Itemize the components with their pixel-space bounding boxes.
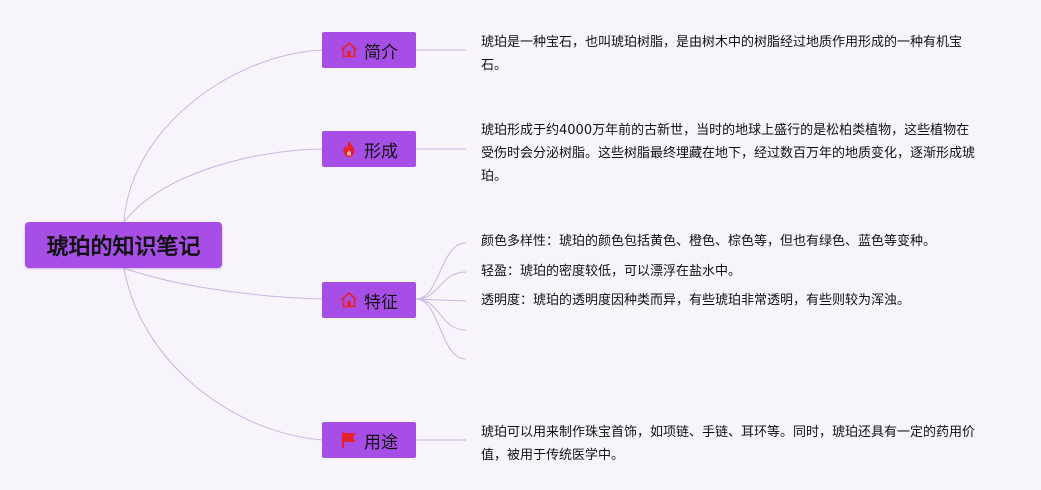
connector-features-leaf-1 <box>415 242 467 300</box>
leaf-features-color: 颜色多样性：琥珀的颜色包括黄色、橙色、棕色等，但也有绿色、蓝色等变种。 <box>481 234 937 249</box>
connector-root-features <box>123 267 323 300</box>
connector-root-uses <box>123 267 323 441</box>
connector-root-intro <box>123 49 323 223</box>
leaf-features-light: 轻盈：琥珀的密度较低，可以漂浮在盐水中。 <box>481 264 742 279</box>
connector-features-leaf-3 <box>415 298 467 302</box>
house-icon <box>340 41 358 59</box>
branch-label-features: 特征 <box>364 292 398 313</box>
leaf-intro: 琥珀是一种宝石，也叫琥珀树脂，是由树木中的树脂经过地质作用形成的一种有机宝石。 <box>481 35 963 73</box>
branch-node-features[interactable]: 特征 <box>322 282 416 318</box>
leaf-features-transparency: 透明度：琥珀的透明度因种类而异，有些琥珀非常透明，有些则较为浑浊。 <box>481 293 911 308</box>
fire-icon <box>340 140 358 158</box>
leaf-formation: 琥珀形成于约4000万年前的古新世，当时的地球上盛行的是松柏类植物，这些植物在受… <box>481 123 976 184</box>
branch-label-uses: 用途 <box>364 432 398 453</box>
branch-node-formation[interactable]: 形成 <box>322 131 416 167</box>
root-node[interactable]: 琥珀的知识笔记 <box>25 222 222 268</box>
connector-features-leaf-2 <box>415 271 467 300</box>
flag-icon <box>340 431 358 449</box>
branch-node-uses[interactable]: 用途 <box>322 422 416 458</box>
branch-label-intro: 简介 <box>364 42 398 63</box>
connector-features-leaf-4 <box>415 298 467 331</box>
house-icon <box>340 291 358 309</box>
branch-node-intro[interactable]: 简介 <box>322 32 416 68</box>
branch-label-formation: 形成 <box>364 141 398 162</box>
connector-features-leaf-5 <box>415 298 467 360</box>
root-title: 琥珀的知识笔记 <box>46 235 201 260</box>
leaf-uses: 琥珀可以用来制作珠宝首饰，如项链、手链、耳环等。同时，琥珀还具有一定的药用价值，… <box>481 425 976 463</box>
connector-root-formation <box>123 148 323 223</box>
